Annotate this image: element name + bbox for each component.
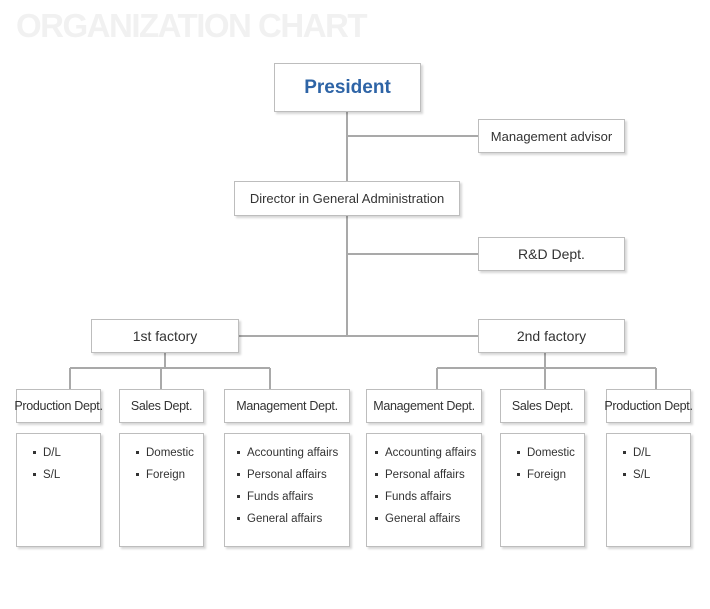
list-item: Domestic — [136, 442, 203, 464]
factory-2-box: 2nd factory — [478, 319, 625, 353]
factory-2-sales-items: Domestic Foreign — [500, 433, 585, 547]
list-item: General affairs — [375, 508, 481, 530]
director-box: Director in General Administration — [234, 181, 460, 216]
factory-2-management-items: Accounting affairs Personal affairs Fund… — [366, 433, 482, 547]
factory-1-production-items: D/L S/L — [16, 433, 101, 547]
factory-1-box: 1st factory — [91, 319, 239, 353]
factory-1-management-items: Accounting affairs Personal affairs Fund… — [224, 433, 350, 547]
factory-1-production-dept-box: Production Dept. — [14, 389, 103, 423]
list-item: S/L — [623, 464, 690, 486]
list-item: Personal affairs — [375, 464, 481, 486]
factory-2-production-dept-box: Production Dept. — [604, 389, 693, 423]
president-box: President — [274, 63, 421, 112]
list-item: D/L — [33, 442, 100, 464]
list-item: Accounting affairs — [237, 442, 349, 464]
factory-1-sales-dept-box: Sales Dept. — [119, 389, 204, 423]
list-item: D/L — [623, 442, 690, 464]
list-item: S/L — [33, 464, 100, 486]
list-item: Funds affairs — [375, 486, 481, 508]
factory-2-management-dept-box: Management Dept. — [366, 389, 482, 423]
list-item: Personal affairs — [237, 464, 349, 486]
rnd-dept-box: R&D Dept. — [478, 237, 625, 271]
page-title: ORGANIZATION CHART — [16, 7, 368, 44]
list-item: Foreign — [517, 464, 584, 486]
management-advisor-box: Management advisor — [478, 119, 625, 153]
list-item: Funds affairs — [237, 486, 349, 508]
factory-2-production-items: D/L S/L — [606, 433, 691, 547]
list-item: General affairs — [237, 508, 349, 530]
factory-1-sales-items: Domestic Foreign — [119, 433, 204, 547]
factory-1-management-dept-box: Management Dept. — [224, 389, 350, 423]
list-item: Accounting affairs — [375, 442, 481, 464]
list-item: Domestic — [517, 442, 584, 464]
list-item: Foreign — [136, 464, 203, 486]
factory-2-sales-dept-box: Sales Dept. — [500, 389, 585, 423]
